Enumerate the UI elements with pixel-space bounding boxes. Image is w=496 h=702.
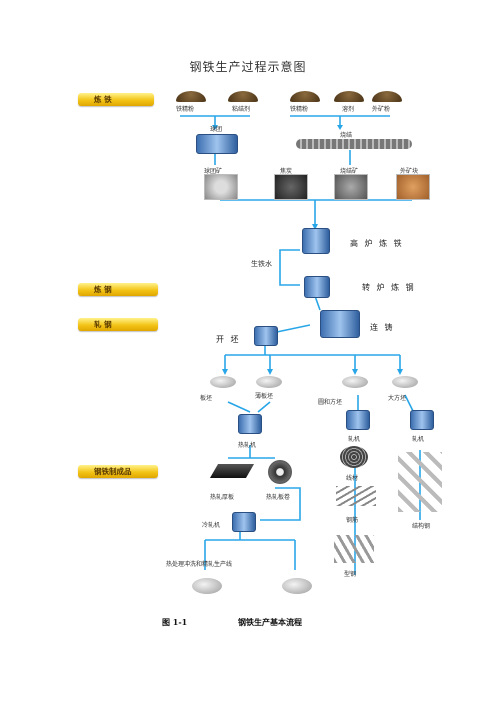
blooming-label: 开 坯 (216, 335, 241, 344)
coke-image (274, 174, 308, 200)
converter-label: 转 炉 炼 钢 (362, 283, 416, 292)
figure-number: 图 1-1 (162, 617, 188, 627)
section-label: 结构钢 (412, 523, 431, 530)
coil-image (268, 460, 292, 484)
section-steel-image (334, 535, 374, 563)
semi-label-2: 薄板坯 (255, 393, 274, 400)
raw-label-3: 铁精粉 (290, 106, 309, 113)
bar-mill-icon (346, 410, 370, 430)
raw-pile-1 (176, 91, 206, 102)
stage-steelmaking-label: 炼 钢 (94, 285, 112, 294)
semi-label-3: 圆和方坯 (318, 399, 343, 406)
billet-image (342, 376, 368, 388)
sintering-label: 烧结 (340, 132, 353, 139)
caster-icon (320, 310, 360, 338)
pelletizing-label: 球团 (210, 126, 223, 133)
stage-ironmaking: 炼 铁 (78, 93, 154, 106)
section-mill-label: 轧机 (412, 436, 425, 443)
lump-ore-image (396, 174, 430, 200)
casting-label: 连 铸 (370, 323, 395, 332)
stage-rolling-label: 轧 钢 (94, 320, 112, 329)
wire-label: 线材 (346, 475, 359, 482)
raw-pile-4 (334, 91, 364, 102)
slab-image (210, 376, 236, 388)
figure-caption: 钢铁生产基本流程 (238, 617, 302, 627)
stage-rolling: 轧 钢 (78, 318, 158, 331)
bar-mill-label: 轧机 (348, 436, 361, 443)
raw-pile-3 (290, 91, 320, 102)
hot-metal-label: 生铁水 (251, 260, 272, 268)
structural-steel-image (398, 452, 442, 512)
cold-mill-icon (232, 512, 256, 532)
blast-furnace-icon (302, 228, 330, 254)
cold-line-label: 热处理冲洗和精轧生产线 (166, 561, 233, 568)
hot-strip-mill-icon (238, 414, 262, 434)
stage-products-label: 钢铁制成品 (94, 467, 132, 476)
burden-label-3: 烧结矿 (340, 168, 359, 175)
section-mill-icon (410, 410, 434, 430)
stage-steelmaking: 炼 钢 (78, 283, 158, 296)
blast-furnace-label: 高 炉 炼 铁 (350, 239, 404, 248)
converter-icon (304, 276, 330, 298)
blooming-mill-icon (254, 326, 278, 346)
sinter-conveyor (296, 139, 412, 149)
plate-label: 热轧厚板 (210, 494, 235, 501)
rebar-image (336, 486, 376, 506)
wire-rod-image (340, 446, 368, 468)
bloom-image (392, 376, 418, 388)
cold-coil-image-2 (282, 578, 312, 594)
raw-label-1: 铁精粉 (176, 106, 195, 113)
burden-label-4: 外矿块 (400, 168, 419, 175)
raw-pile-5 (372, 91, 402, 102)
sinter-image (334, 174, 368, 200)
pelletizer-machine (196, 134, 238, 154)
thin-slab-image (256, 376, 282, 388)
cold-coil-image-1 (192, 578, 222, 594)
burden-label-1: 球团矿 (204, 168, 223, 175)
raw-pile-2 (228, 91, 258, 102)
rebar-label: 钢筋 (346, 517, 359, 524)
hot-strip-mill-label: 热轧机 (238, 442, 257, 449)
semi-label-4: 大方坯 (388, 395, 407, 402)
coil-label: 热轧板卷 (266, 494, 291, 501)
pellet-ore-image (204, 174, 238, 200)
burden-label-2: 焦炭 (280, 168, 293, 175)
diagram-title: 钢铁生产过程示意图 (189, 60, 307, 74)
cold-mill-label: 冷轧机 (202, 522, 221, 529)
raw-label-5: 外矿粉 (372, 106, 391, 113)
raw-label-4: 溶剂 (342, 106, 355, 113)
raw-label-2: 粘结剂 (232, 106, 251, 113)
pipe-label: 型钢 (344, 571, 357, 578)
semi-label-1: 板坯 (200, 395, 213, 402)
stage-ironmaking-label: 炼 铁 (94, 95, 112, 104)
stage-products: 钢铁制成品 (78, 465, 158, 478)
